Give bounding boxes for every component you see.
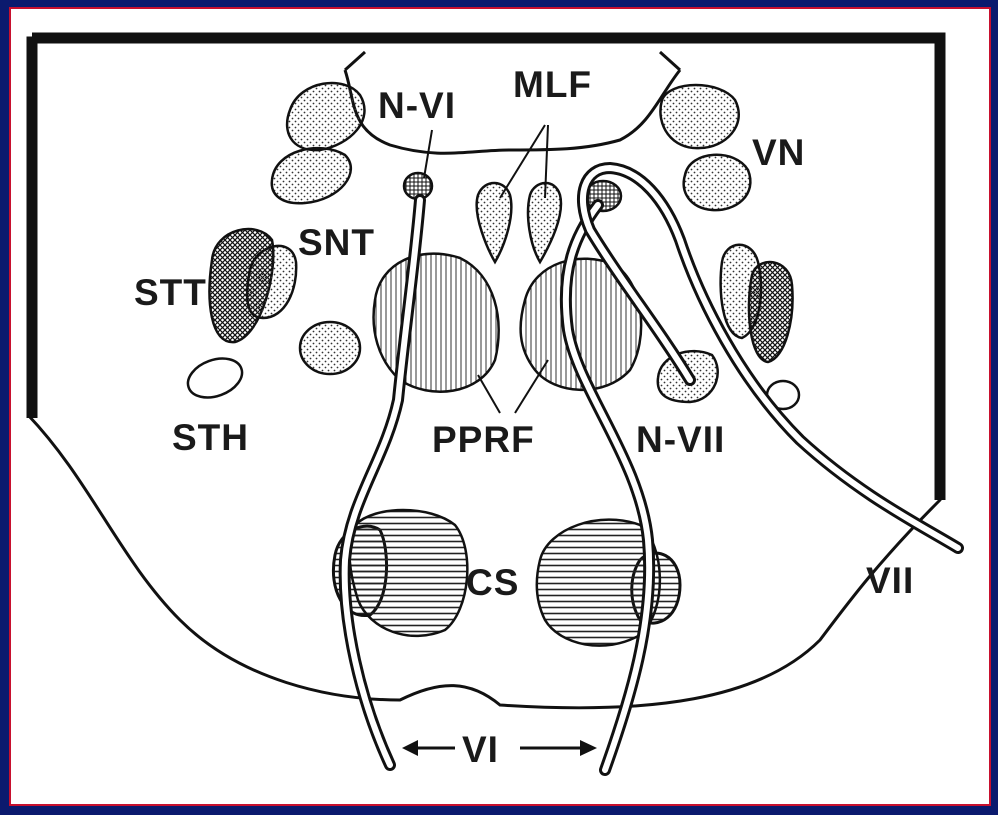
label-n-vii: N-VII — [636, 419, 725, 460]
label-pprf: PPRF — [432, 419, 535, 460]
label-sth: STH — [172, 417, 249, 458]
label-vii: VII — [866, 560, 914, 601]
vestibular-nucleus-right-upper — [660, 85, 738, 148]
dotted-nucleus-left — [300, 322, 360, 374]
label-mlf: MLF — [513, 64, 592, 105]
vestibular-nucleus-right-lower — [684, 155, 751, 210]
label-vi: VI — [462, 729, 499, 770]
label-snt: SNT — [298, 222, 375, 263]
pprf-left — [374, 254, 499, 392]
label-cs: CS — [466, 562, 519, 603]
label-vn: VN — [752, 132, 805, 173]
label-stt: STT — [134, 272, 207, 313]
label-n-vi: N-VI — [378, 85, 456, 126]
vi-arrowhead-right — [580, 740, 597, 756]
vi-arrowhead-left — [402, 740, 418, 756]
